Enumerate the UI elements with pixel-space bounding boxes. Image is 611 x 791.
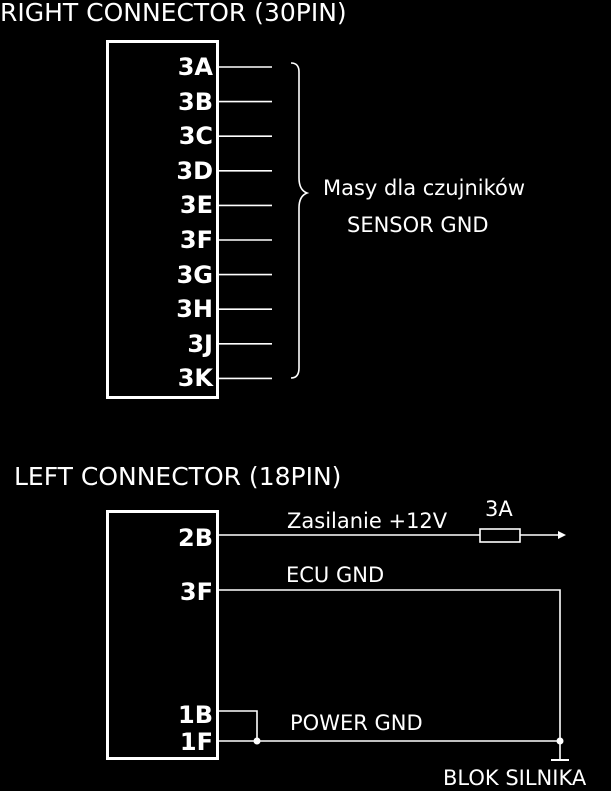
right-pin-3d: 3D [176,156,213,185]
left-pin-3f: 3F [179,578,213,606]
right-pin-3e: 3E [179,191,213,220]
right-pin-3c: 3C [178,122,213,151]
right-pin-3a: 3A [177,53,213,81]
supply-label: Zasilanie +12V [287,509,448,533]
junction-dot [253,737,261,745]
group-label-line1: Masy dla czujników [323,176,526,200]
right-connector-title: RIGHT CONNECTOR (30PIN) [0,0,347,27]
engine-block-label: BLOK SILNIKA [443,766,587,790]
right-pin-3b: 3B [178,87,213,116]
right-pin-3g: 3G [176,260,213,289]
jumper-1b-1f [219,710,258,741]
left-connector-body [106,510,219,760]
right-pin-3h: 3H [176,295,213,324]
left-pin-1f: 1F [179,728,213,756]
arrow-icon [558,531,566,539]
fuse-symbol [479,528,521,543]
right-connector-body [106,40,219,399]
left-connector-title: LEFT CONNECTOR (18PIN) [14,462,342,491]
right-pin-3j: 3J [187,329,213,358]
ecu-gnd-label: ECU GND [286,563,385,587]
power-gnd-label: POWER GND [290,711,423,735]
left-pin-2b: 2B [178,524,213,552]
fuse-label: 3A [485,497,513,521]
sensor-gnd-brace [290,62,310,379]
group-label-line2: SENSOR GND [347,213,489,237]
ecu-gnd-wire [219,589,561,742]
left-pin-1b: 1B [178,701,213,729]
right-pin-3f: 3F [179,226,213,254]
right-pin-3k: 3K [177,364,213,393]
